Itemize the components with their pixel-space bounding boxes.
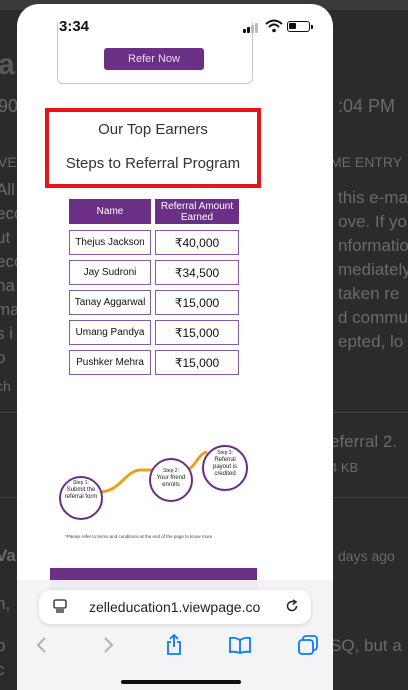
connector-line-1: [98, 468, 155, 494]
step-2-title: Step 2:: [163, 468, 179, 474]
table-cell-name: Pushker Mehra: [69, 350, 151, 375]
refer-card: [57, 22, 253, 84]
step-1-circle: [59, 476, 103, 520]
table-cell-amount: ₹34,500: [155, 260, 239, 285]
background-left-label: VE: [0, 154, 17, 170]
background-date: 90: [0, 96, 19, 116]
home-indicator[interactable]: [121, 680, 241, 684]
browser-toolbar: zelleducation1.viewpage.co: [17, 580, 333, 690]
background-attachment-card: [320, 412, 408, 498]
table-cell-amount: ₹15,000: [155, 290, 239, 315]
table-cell-name: Jay Sudroni: [69, 260, 151, 285]
background-right-label: ME ENTRY: [330, 154, 403, 170]
background-fragment-c: c: [0, 660, 5, 679]
share-icon[interactable]: [163, 634, 185, 656]
phone-screen: Refer Now Our Top Earners Steps to Refer…: [17, 4, 333, 690]
background-fragment-n: n,: [0, 594, 11, 613]
step-2-circle: [149, 458, 193, 502]
step-1-title: Step 1:: [73, 480, 89, 486]
forward-icon[interactable]: [97, 634, 119, 656]
step-1-text: Submit the referral form: [64, 487, 98, 500]
table-cell-name: Thejus Jackson: [69, 230, 151, 255]
table-cell-name: Tanay Aggarwal: [69, 290, 151, 315]
table-cell-amount: ₹15,000: [155, 320, 239, 345]
status-time: 3:34: [59, 18, 90, 35]
page-menu-icon[interactable]: [53, 599, 67, 613]
background-title: a: [0, 48, 15, 81]
bookmarks-icon[interactable]: [229, 634, 251, 656]
background-fragment-b: b: [0, 636, 6, 655]
refer-now-button[interactable]: Refer Now: [104, 48, 204, 70]
step-3-title: Step 3:: [217, 450, 233, 456]
referral-steps-diagram: [59, 445, 248, 520]
signal-icon: [243, 22, 261, 33]
step-1-label: Step 1: Submit the referral form: [62, 480, 100, 501]
terms-note: *Please refer to terms and conditions at…: [65, 534, 213, 539]
table-header-amount: Referral Amount Earned: [155, 199, 239, 224]
back-icon[interactable]: [31, 634, 53, 656]
step-3-text: Referral payout is credited: [212, 457, 237, 477]
table-cell-amount: ₹40,000: [155, 230, 239, 255]
table-cell-amount: ₹15,000: [155, 350, 239, 375]
top-earners-title: Our Top Earners: [98, 121, 208, 138]
background-attachment-name: eferral 2.: [330, 432, 398, 451]
background-fragment-sq: SQ, but a: [330, 636, 402, 655]
steps-title: Steps to Referral Program: [65, 155, 241, 172]
background-time: :04 PM: [338, 96, 396, 116]
step-3-label: Step 3: Referral payout is credited: [206, 450, 244, 478]
url-text[interactable]: zelleducation1.viewpage.co: [89, 599, 261, 615]
table-cell-name: Umang Pandya: [69, 320, 151, 345]
background-attachment-size: 4 KB: [330, 460, 359, 475]
address-bar[interactable]: zelleducation1.viewpage.co: [39, 590, 311, 624]
battery-icon: [287, 21, 313, 32]
background-sender: Va: [0, 546, 16, 565]
reload-icon[interactable]: [285, 599, 299, 613]
step-2-text: Your friend enrolls: [156, 475, 186, 488]
table-header-name: Name: [69, 199, 151, 224]
highlight-box: [45, 108, 261, 188]
step-2-label: Step 2: Your friend enrolls: [153, 468, 189, 489]
status-bar: 3:34: [17, 4, 333, 48]
step-3-circle: [202, 445, 248, 491]
wifi-icon: [265, 19, 283, 33]
background-days-ago: days ago: [338, 548, 395, 564]
tabs-icon[interactable]: [297, 634, 319, 656]
